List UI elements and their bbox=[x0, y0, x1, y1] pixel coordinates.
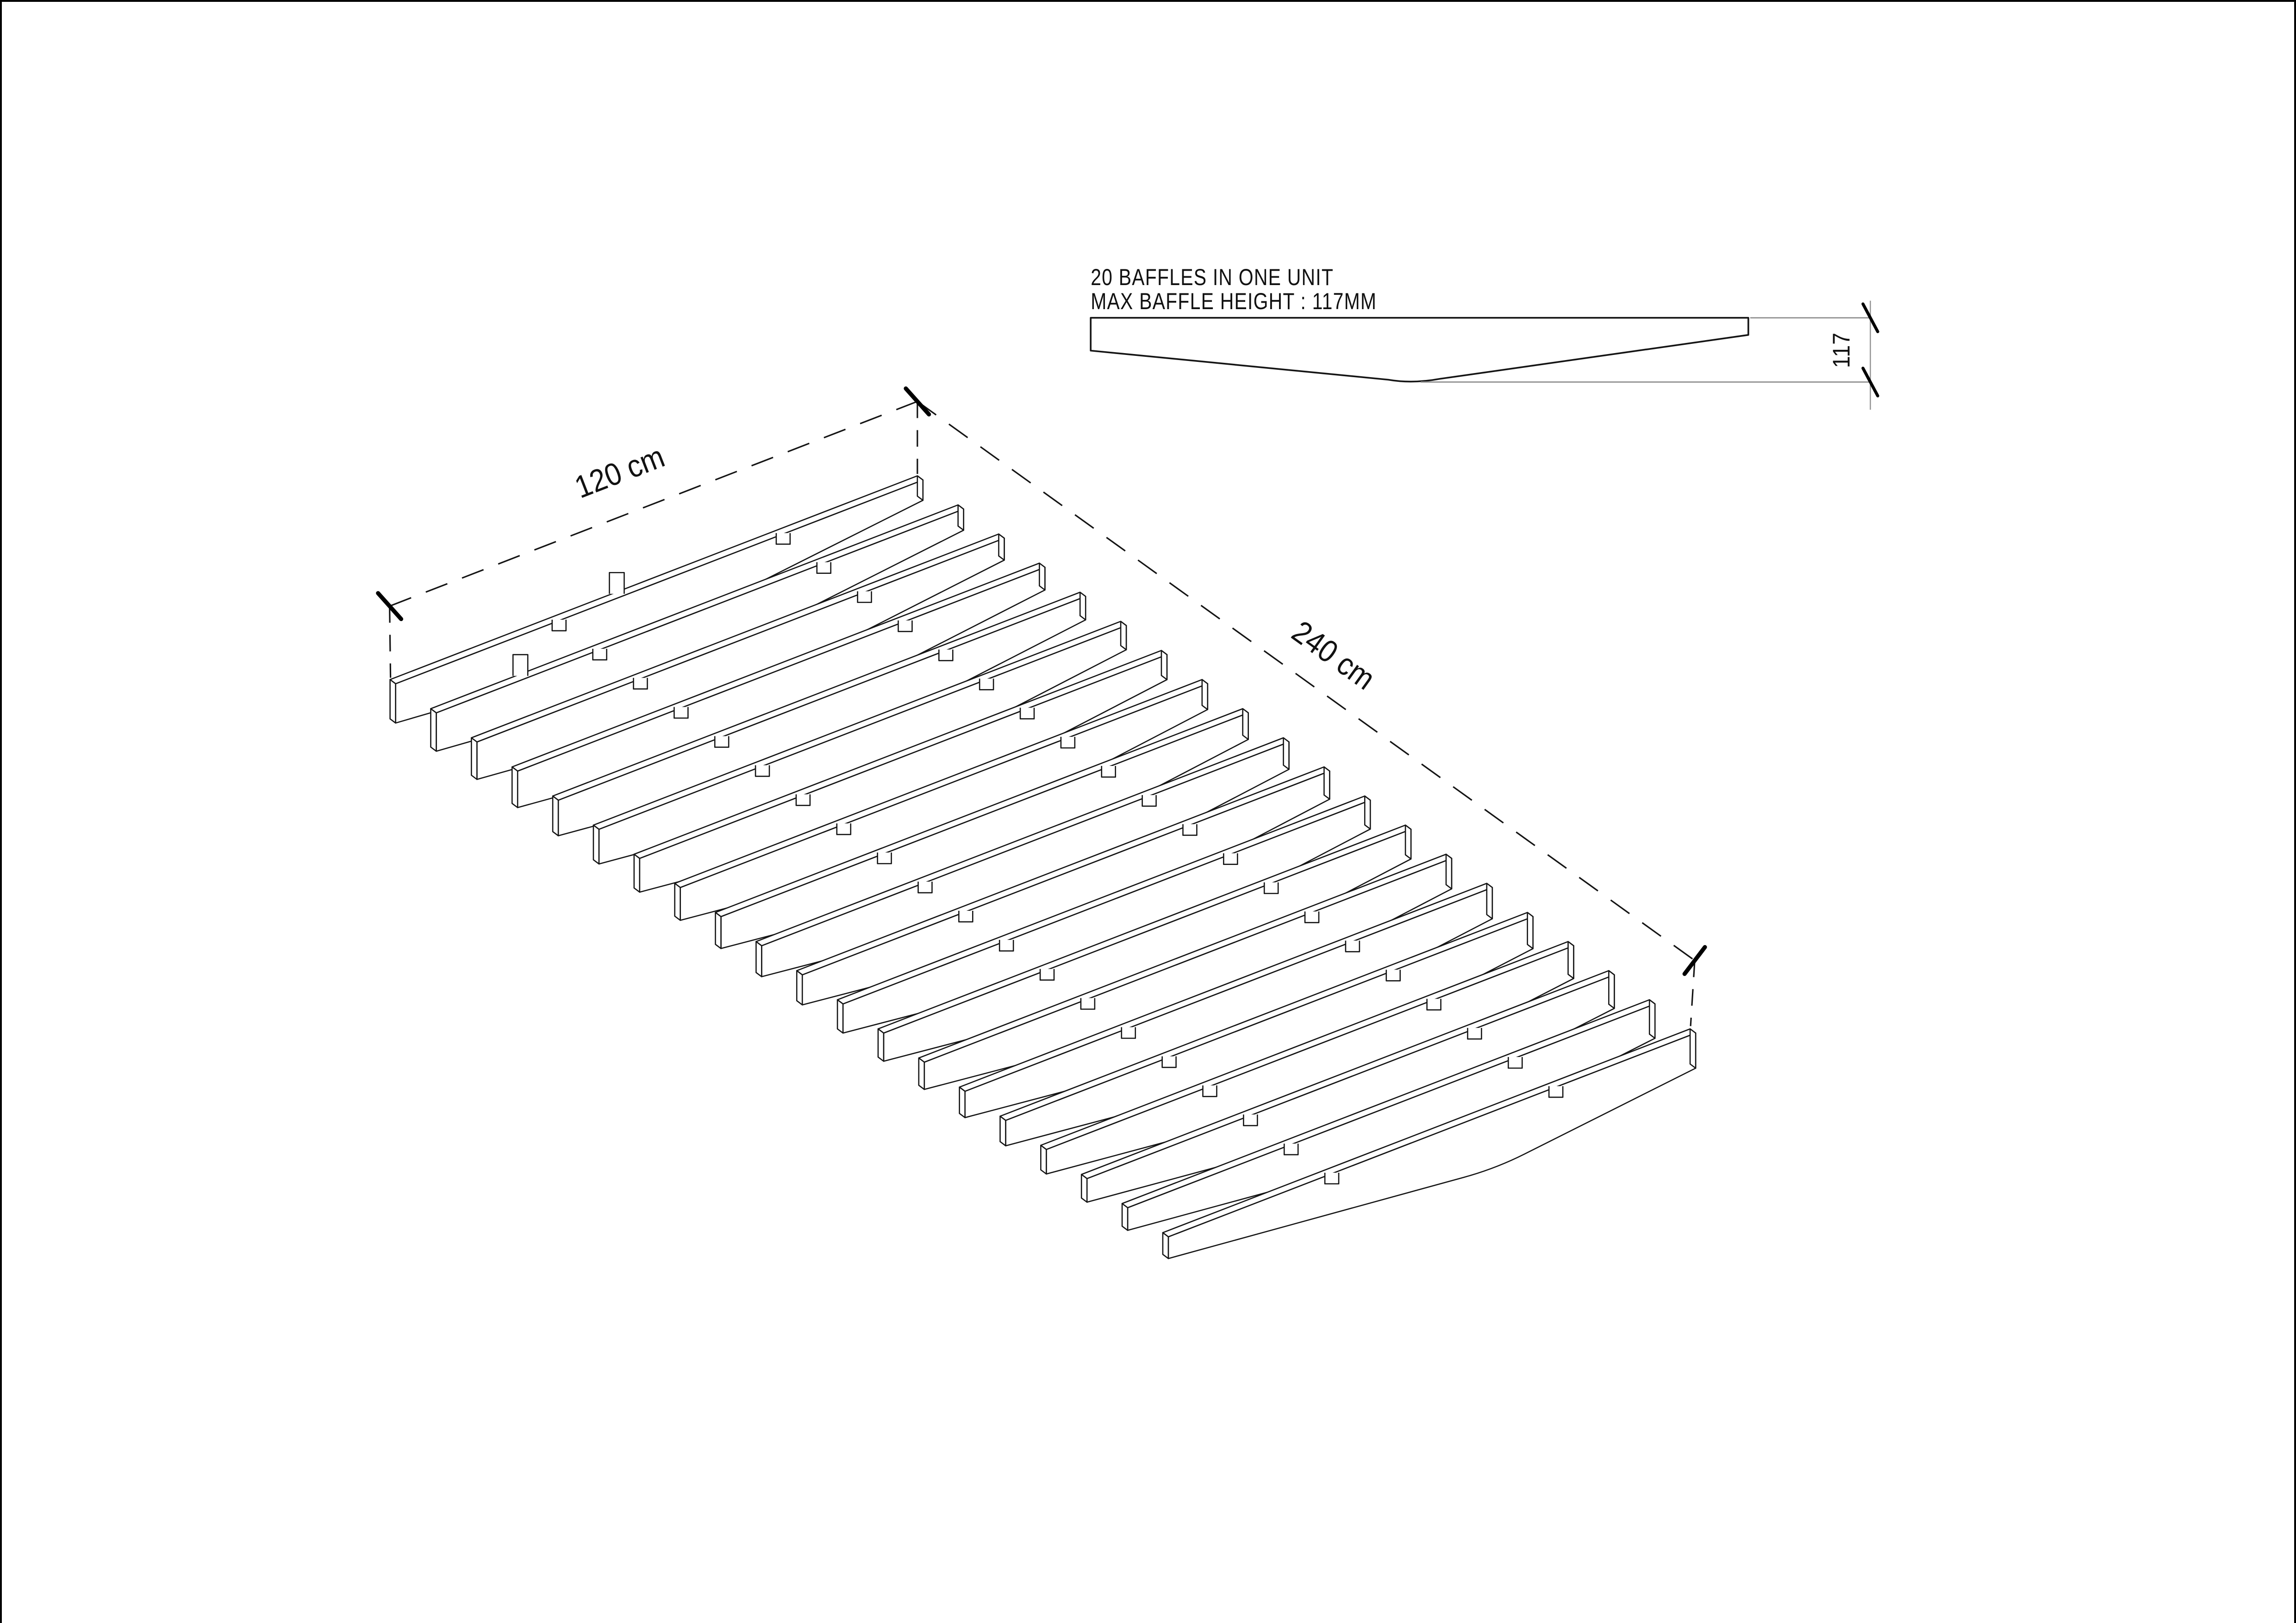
baffle-right-end bbox=[957, 504, 964, 531]
baffle-right-end bbox=[1120, 621, 1127, 651]
suspension-notch bbox=[1039, 969, 1055, 981]
dimension-lines bbox=[376, 386, 1707, 1026]
suspension-notch bbox=[1426, 999, 1441, 1011]
baffle-right-end bbox=[1567, 941, 1574, 979]
suspension-notch bbox=[1283, 1144, 1299, 1156]
suspension-notch bbox=[1121, 1027, 1136, 1039]
baffle bbox=[959, 883, 1493, 1119]
baffle-left-end bbox=[1040, 1144, 1047, 1175]
suspension-notch bbox=[1142, 795, 1157, 807]
suspension-notch bbox=[775, 533, 791, 545]
baffle-left-end bbox=[755, 941, 762, 977]
suspension-notch bbox=[1385, 970, 1401, 982]
hanger-clip-icon bbox=[609, 572, 625, 594]
hanger-clip-icon bbox=[512, 654, 529, 676]
suspension-notch bbox=[877, 852, 892, 864]
baffle bbox=[430, 504, 964, 752]
baffle-right-end bbox=[1323, 766, 1330, 800]
baffle-right-end bbox=[1404, 824, 1412, 860]
baffle-right-end bbox=[1283, 737, 1290, 770]
baffle-left-end bbox=[796, 970, 803, 1006]
baffle-left-end bbox=[1121, 1203, 1129, 1231]
baffle-left-end bbox=[511, 766, 518, 808]
dimension-label-length: 240 cm bbox=[1285, 614, 1381, 696]
baffle-left-end bbox=[959, 1086, 966, 1119]
baffle bbox=[593, 621, 1127, 865]
suspension-notch bbox=[1080, 998, 1096, 1010]
suspension-notch bbox=[795, 794, 811, 806]
suspension-notch bbox=[998, 939, 1014, 952]
suspension-notch bbox=[633, 678, 648, 690]
baffle bbox=[1040, 941, 1574, 1175]
baffle-right-end bbox=[1689, 1028, 1697, 1069]
baffle-right-end bbox=[917, 475, 924, 501]
suspension-notch bbox=[1223, 853, 1238, 865]
dimension-label-width: 120 cm bbox=[570, 439, 669, 505]
baffle-right-end bbox=[1160, 650, 1168, 680]
baffle-left-end bbox=[1162, 1232, 1169, 1259]
baffle-right-end bbox=[1445, 853, 1453, 889]
baffle-left-end bbox=[999, 1115, 1006, 1147]
suspension-notch bbox=[1202, 1085, 1217, 1097]
baffle-profile-view bbox=[1090, 300, 1879, 410]
isometric-baffle-unit bbox=[389, 475, 1697, 1259]
suspension-notch bbox=[1304, 911, 1320, 923]
suspension-notch bbox=[898, 620, 913, 632]
suspension-notch bbox=[1345, 940, 1360, 952]
note-line-2: MAX BAFFLE HEIGHT : 117MM bbox=[1091, 288, 1377, 314]
baffle-profile-outline bbox=[1090, 317, 1749, 383]
baffle-right-end bbox=[1201, 679, 1209, 710]
baffle-left-end bbox=[918, 1057, 925, 1090]
baffle-right-end bbox=[1079, 591, 1086, 621]
dimension-label-profile-height: 117 bbox=[1828, 332, 1855, 368]
suspension-notch bbox=[1101, 766, 1117, 778]
baffle-right-end bbox=[1039, 562, 1046, 591]
suspension-notch bbox=[1508, 1057, 1523, 1069]
baffle-left-end bbox=[715, 912, 722, 949]
suspension-notch bbox=[958, 910, 973, 923]
suspension-notch bbox=[1324, 1173, 1340, 1185]
suspension-notch bbox=[755, 765, 770, 777]
suspension-notch bbox=[1263, 882, 1279, 894]
suspension-notch bbox=[674, 707, 689, 719]
baffle-left-end bbox=[674, 883, 681, 921]
suspension-notch bbox=[938, 649, 954, 661]
baffle bbox=[1162, 1028, 1697, 1259]
suspension-notch bbox=[592, 648, 607, 661]
baffle-left-end bbox=[593, 824, 600, 865]
baffle-left-end bbox=[552, 795, 559, 837]
suspension-notch bbox=[1019, 708, 1035, 720]
baffle-left-end bbox=[389, 679, 396, 724]
baffle-right-end bbox=[1527, 912, 1534, 950]
suspension-notch bbox=[857, 591, 872, 603]
baffle-left-end bbox=[836, 999, 844, 1034]
suspension-notch bbox=[816, 562, 832, 574]
baffle-left-end bbox=[430, 708, 437, 752]
suspension-notch bbox=[1060, 737, 1076, 749]
baffle bbox=[715, 708, 1249, 949]
baffle-right-end bbox=[1648, 999, 1656, 1039]
baffle-right-end bbox=[1608, 970, 1615, 1009]
baffle-right-end bbox=[1364, 795, 1371, 830]
suspension-notch bbox=[917, 882, 933, 894]
suspension-notch bbox=[979, 678, 994, 690]
baffle-left-end bbox=[471, 737, 478, 780]
suspension-notch bbox=[1161, 1056, 1177, 1068]
suspension-notch bbox=[1467, 1028, 1482, 1040]
baffle bbox=[1121, 999, 1656, 1231]
baffle-left-end bbox=[633, 853, 641, 893]
baffle-left-end bbox=[1080, 1174, 1088, 1203]
suspension-notch bbox=[1548, 1086, 1564, 1098]
suspension-notch bbox=[1243, 1114, 1258, 1126]
baffle-right-end bbox=[998, 533, 1005, 561]
baffle-right-end bbox=[1486, 883, 1493, 920]
suspension-notch bbox=[714, 736, 730, 748]
suspension-notch bbox=[836, 823, 852, 835]
suspension-notch bbox=[1182, 824, 1198, 836]
suspension-notch bbox=[551, 619, 567, 632]
note-line-1: 20 BAFFLES IN ONE UNIT bbox=[1091, 264, 1334, 290]
baffle-right-end bbox=[1242, 708, 1249, 740]
baffle-left-end bbox=[877, 1028, 885, 1062]
